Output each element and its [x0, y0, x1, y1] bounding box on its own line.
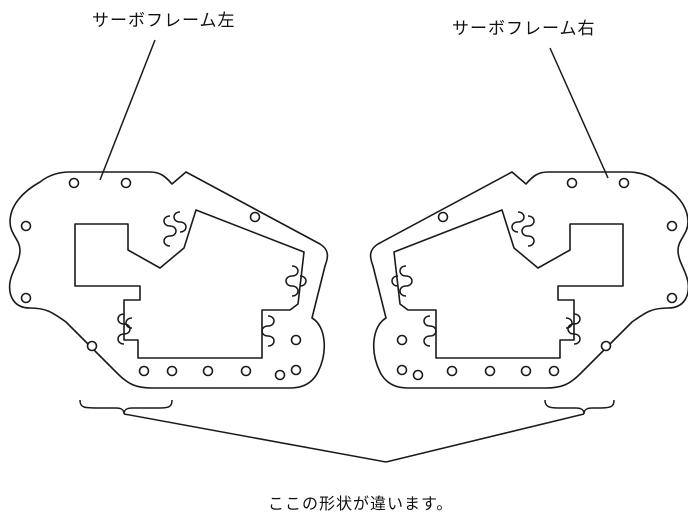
left-hole: [86, 340, 98, 352]
right-hole: [437, 211, 449, 223]
right-bracket: [544, 399, 615, 415]
left-hole: [68, 177, 80, 189]
left-servo-frame: [8, 171, 329, 389]
left-hole: [138, 365, 150, 377]
left-right-slots: [285, 265, 307, 297]
left-hole: [20, 292, 32, 304]
right-lower-slots-a: [565, 313, 581, 345]
left-label-leader: [99, 39, 156, 181]
left-hole: [120, 177, 132, 189]
right-upper-slots: [511, 211, 535, 247]
left-hole: [290, 334, 302, 346]
right-hole: [666, 292, 678, 304]
right-hole: [548, 365, 560, 377]
right-hole: [600, 340, 612, 352]
left-hole: [202, 365, 214, 377]
right-converge-line: [385, 413, 585, 463]
left-lower-left-slots: [117, 313, 133, 345]
right-lower-slots-b: [423, 315, 437, 347]
right-hole: [566, 177, 578, 189]
right-hole: [396, 334, 408, 346]
left-frame-label: サーボフレーム左: [92, 11, 236, 31]
right-hole: [618, 177, 630, 189]
left-frame-outline: [8, 171, 329, 389]
right-hole: [520, 365, 532, 377]
left-hole: [166, 365, 178, 377]
left-converge-line: [123, 413, 387, 463]
left-frame-inner-outline: [74, 209, 305, 359]
right-hole: [484, 365, 496, 377]
right-hole: [666, 220, 678, 232]
left-hole: [20, 220, 32, 232]
difference-note-label: ここの形状が違います。: [268, 494, 454, 513]
right-frame-inner-outline: [393, 209, 624, 359]
left-hole: [290, 364, 302, 376]
right-label-leader: [549, 47, 609, 179]
right-side-slots: [391, 265, 413, 297]
left-hole: [240, 365, 252, 377]
right-hole: [396, 364, 408, 376]
right-frame-label: サーボフレーム右: [452, 19, 596, 39]
left-upper-slots: [163, 211, 187, 247]
left-hole: [249, 211, 261, 223]
right-frame-outline: [369, 171, 688, 389]
left-bracket: [79, 399, 173, 415]
right-hole: [412, 369, 424, 381]
right-hole: [446, 365, 458, 377]
left-hole: [274, 369, 286, 381]
left-lower-right-slots: [261, 315, 275, 347]
right-servo-frame: [369, 171, 688, 389]
